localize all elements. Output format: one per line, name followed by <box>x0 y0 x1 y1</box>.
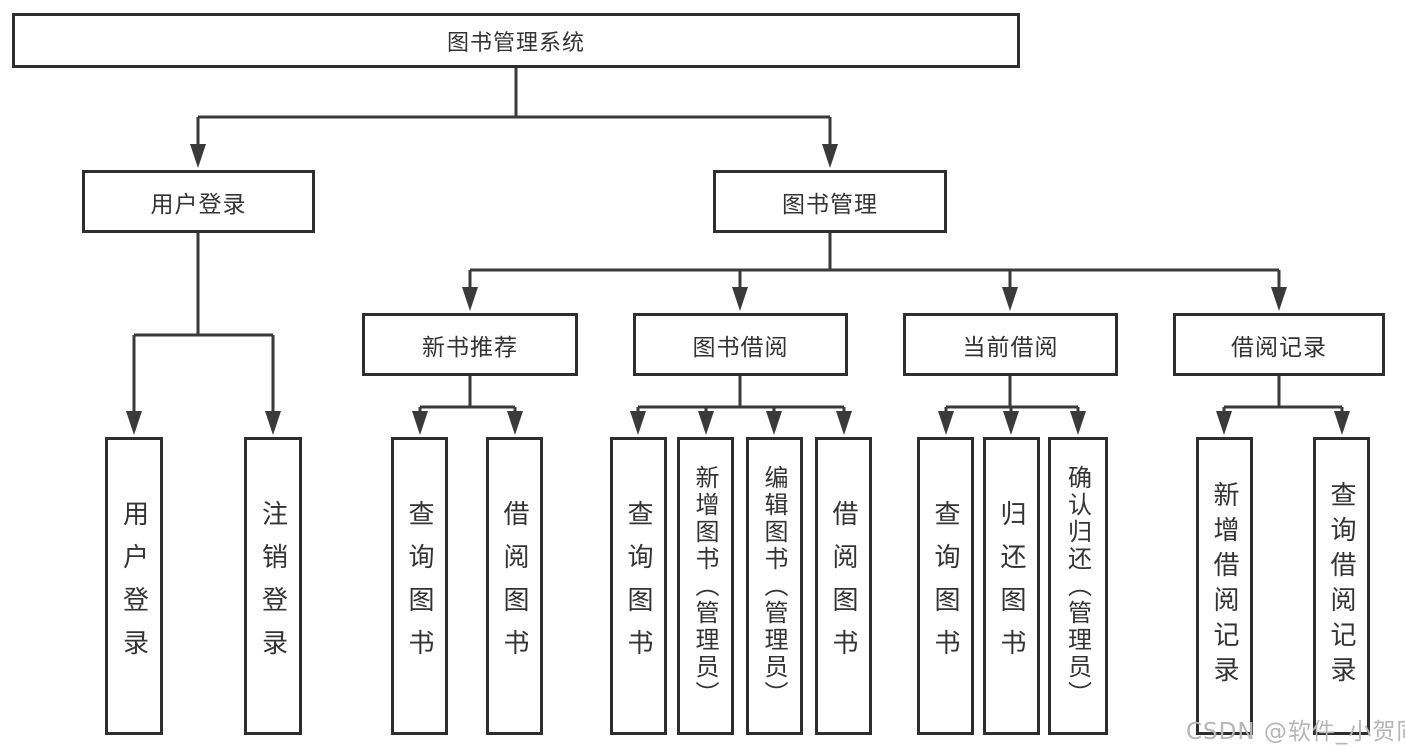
leaf-edit-books-admin: 编辑图书（管理员） <box>746 437 803 735</box>
connector-path-user-login <box>132 233 275 415</box>
arrowhead-icon <box>1216 411 1232 435</box>
arrowhead-icon <box>766 411 782 435</box>
arrowhead-icon <box>190 144 206 168</box>
node-new-book-recommend: 新书推荐 <box>362 313 578 376</box>
connector-path-current <box>944 376 1080 415</box>
connector-path-records <box>1222 376 1344 415</box>
arrowhead-icon <box>462 287 478 311</box>
arrowhead-icon <box>126 411 142 435</box>
arrowhead-icon <box>836 411 852 435</box>
connector-path-borrowing <box>636 376 846 415</box>
connector-path-root <box>196 68 832 150</box>
node-book-management: 图书管理 <box>713 170 947 233</box>
leaf-query-books-current: 查询图书 <box>917 437 974 735</box>
leaf-borrow-books-recommend: 借阅图书 <box>486 437 543 735</box>
arrowhead-icon <box>1003 411 1019 435</box>
node-borrowing-records: 借阅记录 <box>1173 313 1385 376</box>
arrowhead-icon <box>732 287 748 311</box>
arrowhead-icon <box>630 411 646 435</box>
arrowhead-icon <box>938 411 954 435</box>
leaf-confirm-return-admin: 确认归还（管理员） <box>1048 437 1108 735</box>
leaf-add-borrow-record: 新增借阅记录 <box>1196 437 1253 735</box>
leaf-query-borrow-record: 查询借阅记录 <box>1313 437 1370 735</box>
arrowhead-icon <box>1271 287 1287 311</box>
watermark: CSDN @软件_小贺同学 <box>1186 719 1405 745</box>
leaf-return-books: 归还图书 <box>983 437 1040 735</box>
node-book-borrowing: 图书借阅 <box>633 313 848 376</box>
connector-path-new-book <box>418 376 517 415</box>
connector-path-book-management <box>468 233 1281 291</box>
arrowhead-icon <box>1070 411 1086 435</box>
node-root: 图书管理系统 <box>12 13 1020 68</box>
leaf-user-login: 用户登录 <box>105 437 163 735</box>
leaf-borrow-books: 借阅图书 <box>815 437 872 735</box>
arrowhead-icon <box>507 411 523 435</box>
arrowhead-icon <box>822 144 838 168</box>
arrowhead-icon <box>1002 287 1018 311</box>
arrowhead-icon <box>265 411 281 435</box>
leaf-query-books-recommend: 查询图书 <box>391 437 448 735</box>
arrowhead-icon <box>698 411 714 435</box>
arrowhead-icon <box>1334 411 1350 435</box>
leaf-query-books-borrowing: 查询图书 <box>610 437 667 735</box>
leaf-add-books-admin: 新增图书（管理员） <box>677 437 734 735</box>
node-current-borrowing: 当前借阅 <box>903 313 1118 376</box>
leaf-logout: 注销登录 <box>244 437 302 735</box>
arrowhead-icon <box>412 411 428 435</box>
node-user-login: 用户登录 <box>82 170 315 233</box>
